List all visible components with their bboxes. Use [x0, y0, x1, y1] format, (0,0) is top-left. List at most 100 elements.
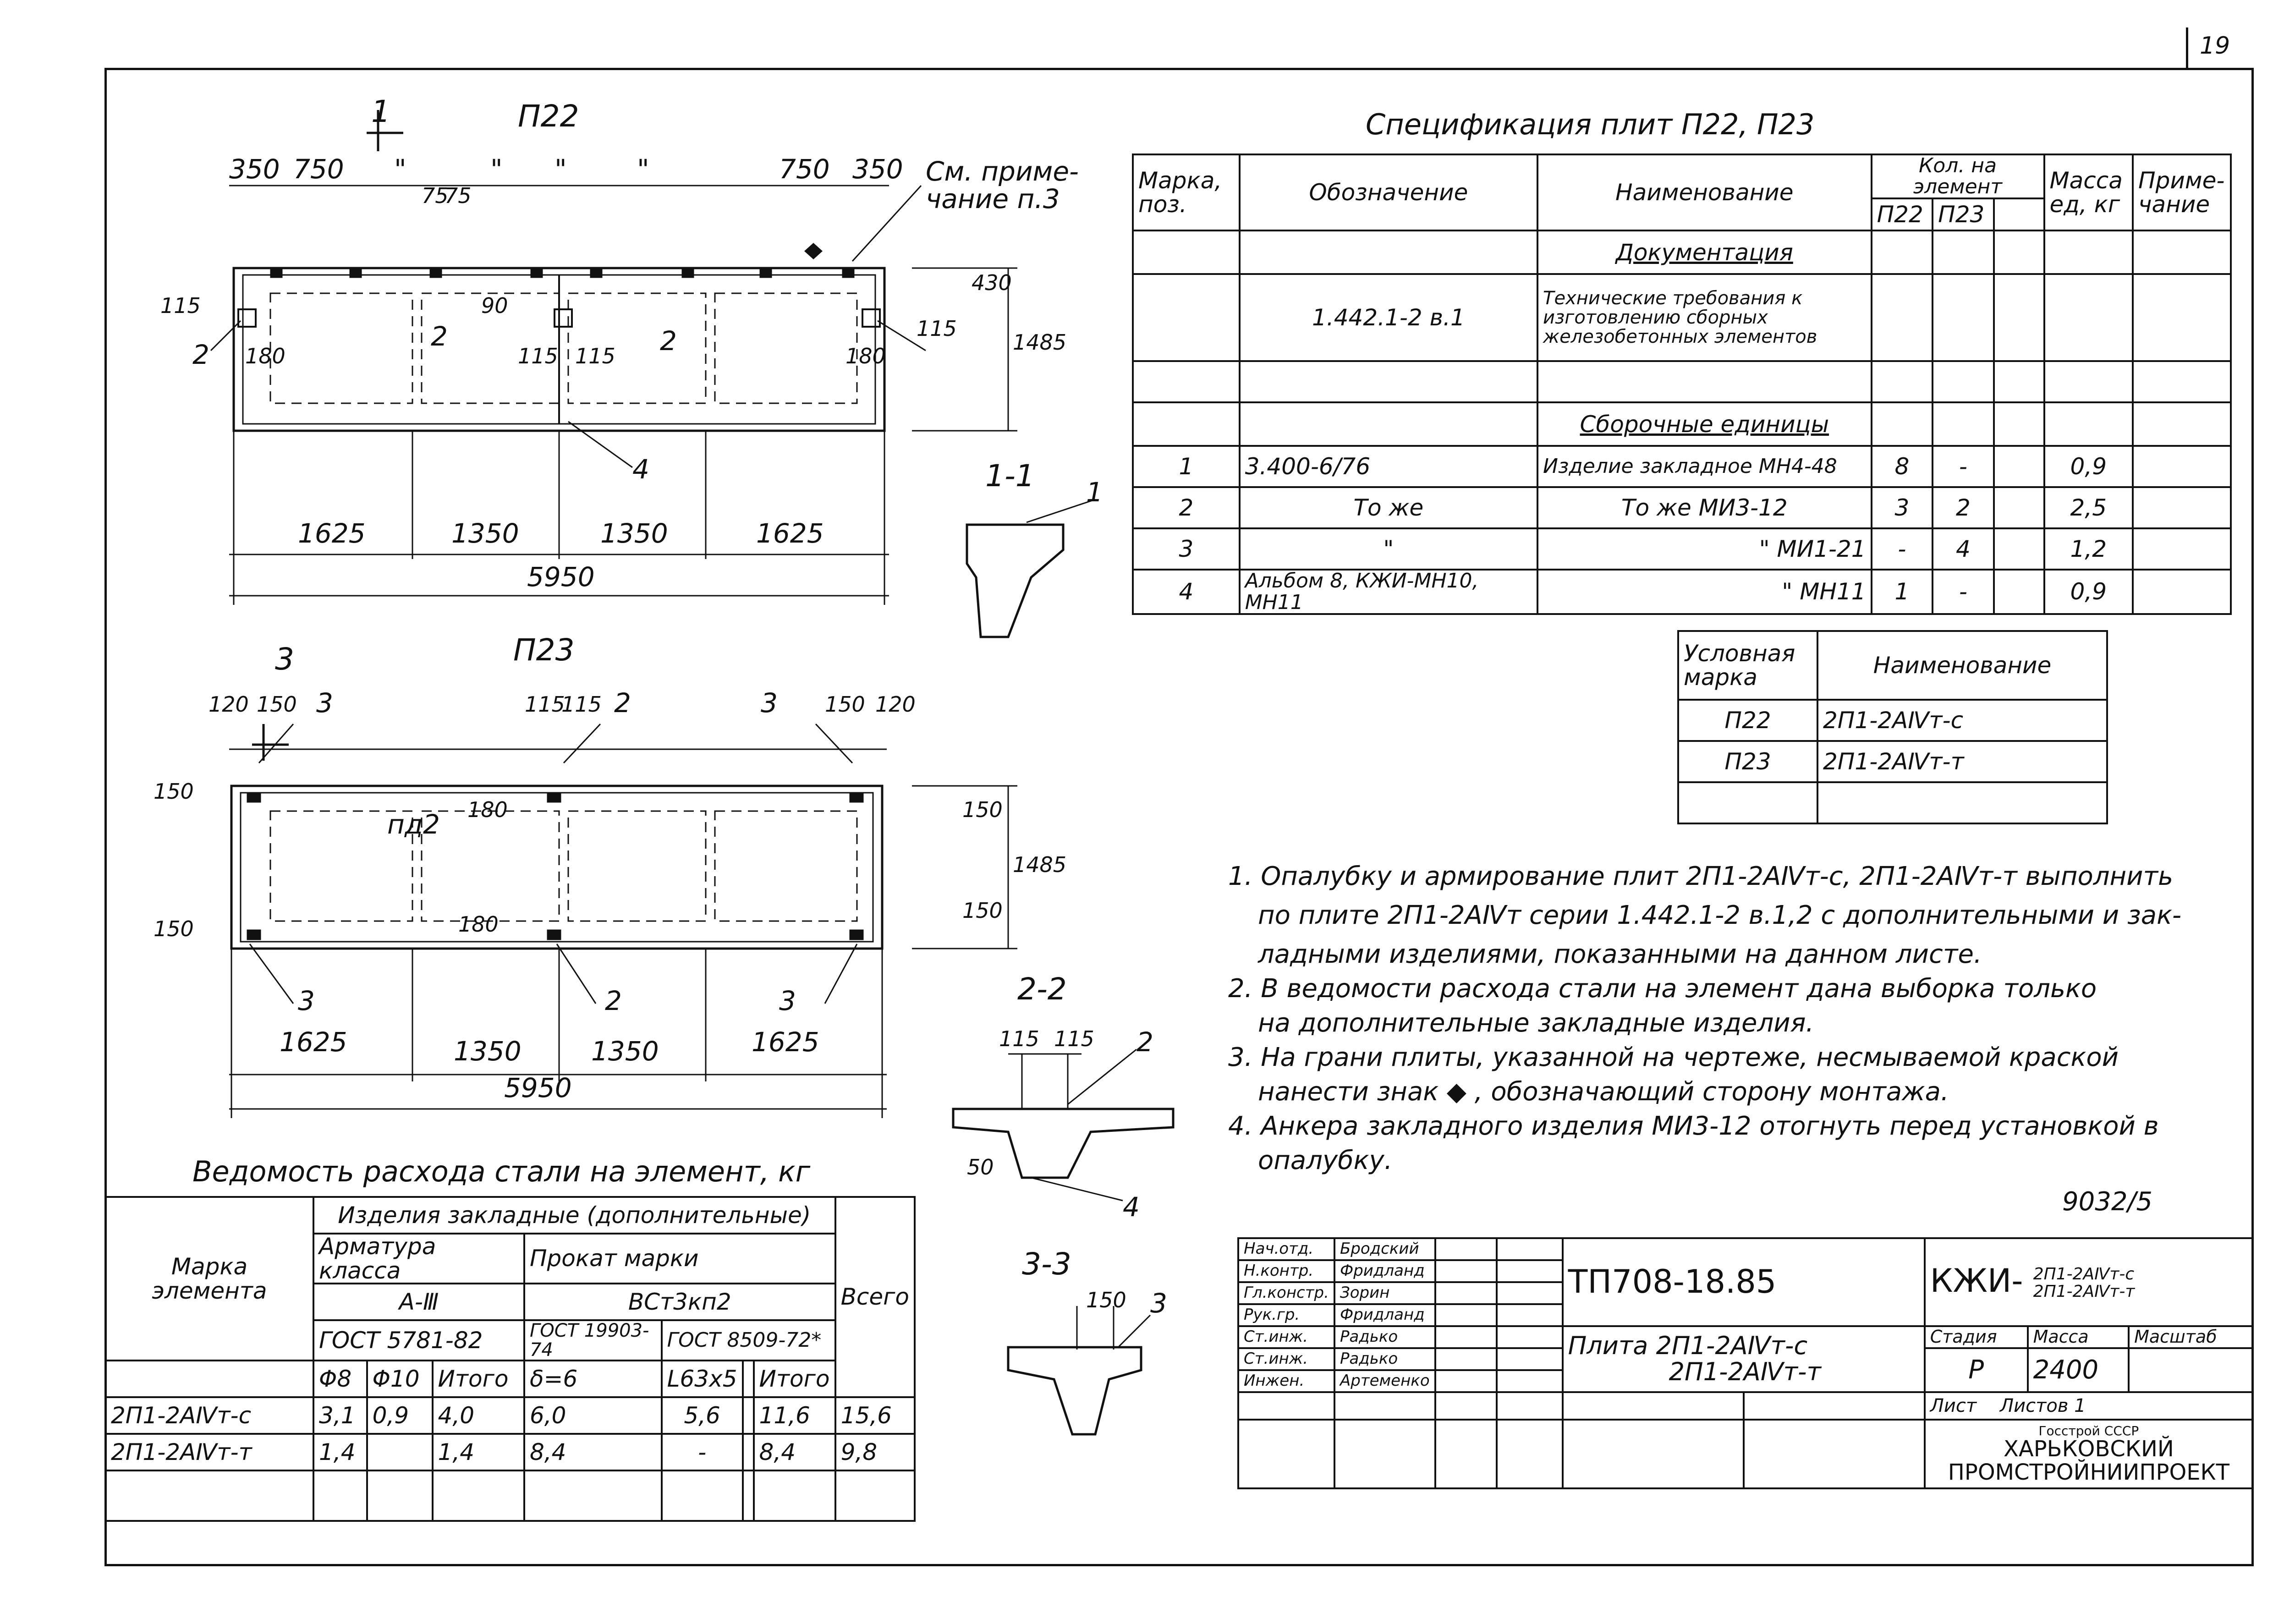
spec-h-mark: Марка, поз.	[1132, 153, 1241, 232]
corner-mark	[2186, 27, 2188, 69]
section-1-1-title: 1-1	[985, 458, 1035, 494]
note-line-1: по плите 2П1-2АⅣт серии 1.442.1-2 в.1,2 …	[1258, 900, 2182, 930]
p23-section-mark: 3	[275, 642, 294, 677]
spec-table: Марка, поз. Обозначение Наименование Кол…	[1132, 153, 2232, 615]
p22-bottom-dim-2: 1350	[600, 518, 668, 549]
p23-left-dim-0: 150	[154, 779, 194, 804]
spec-h-qty: Кол. на элемент	[1870, 153, 2045, 200]
spec-doc-designation: 1.442.1-2 в.1	[1238, 273, 1539, 362]
note-line-3: 2. В ведомости расхода стали на элемент …	[1228, 974, 2097, 1004]
spec-h-mass: Масса ед, кг	[2043, 153, 2134, 232]
cond-h2: Наименование	[1817, 630, 2108, 701]
p22-right-dim-0: 115	[917, 316, 957, 341]
note-line-6: нанести знак ◆ , обозначающий сторону мо…	[1258, 1077, 1949, 1107]
section-2-2-dim-0: 115	[999, 1026, 1039, 1051]
sheet-number: 19	[2200, 32, 2230, 60]
p22-bottom-dim-3: 1625	[756, 518, 824, 549]
p22-note-ref: См. приме-	[926, 156, 1079, 187]
p22-height-dim-0: 430	[972, 270, 1012, 295]
p23-bottom-mark-1: 2	[605, 985, 622, 1016]
title-block: Нач.отд.Бродский ТП708-18.85 КЖИ- 2П1-2А…	[1237, 1237, 2254, 1489]
section-3-3-dim: 150	[1086, 1288, 1126, 1312]
p23-bottom-dim-1: 1350	[454, 1036, 522, 1067]
p23-height-dim: 1485	[1013, 852, 1067, 877]
p23-top-dim-4: 115	[561, 692, 602, 717]
p22-bottom-dim-0: 1625	[298, 518, 366, 549]
spec-h-name: Наименование	[1537, 153, 1872, 232]
p23-top-dim-0: 120	[209, 692, 249, 717]
p22-small-dim-0: 75	[422, 183, 449, 208]
p22-dim-6: 750	[779, 154, 830, 185]
p22-dim-5: "	[637, 154, 649, 185]
p22-inner-dim-2: 90	[481, 293, 508, 318]
steel-title: Ведомость расхода стали на элемент, кг	[192, 1155, 811, 1188]
steel-group: Изделия закладные (дополнительные)	[313, 1196, 836, 1234]
p22-title: П22	[518, 99, 579, 134]
scale-h: Масштаб	[2128, 1325, 2254, 1349]
p22-dim-0: 350	[229, 154, 280, 185]
note-line-0: 1. Опалубку и армирование плит 2П1-2АⅣт-…	[1228, 861, 2174, 891]
p22-dim-3: "	[490, 154, 503, 185]
note-line-8: опалубку.	[1258, 1146, 1393, 1175]
spec-h-designation: Обозначение	[1238, 153, 1539, 232]
steel-gost2: ГОСТ 8509-72*	[660, 1319, 836, 1361]
spec-title: Спецификация плит П22, П23	[1366, 108, 1815, 141]
p22-dim-4: "	[555, 154, 567, 185]
p23-inner-dim-0: 180	[467, 797, 508, 822]
p23-top-dim-5: 2	[614, 687, 631, 719]
kzhi-code: КЖИ-	[1930, 1262, 2023, 1300]
p22-dim-7: 350	[852, 154, 903, 185]
p23-bottom-dim-2: 1350	[591, 1036, 659, 1067]
p22-inner-dim-5: 115	[575, 344, 615, 368]
section-2-2-h: 50	[967, 1155, 994, 1180]
spec-doc-name: Технические требования к изготовлению сб…	[1537, 273, 1872, 362]
p22-inner-dim-4: 115	[518, 344, 558, 368]
section-2-2-mark-1: 4	[1123, 1191, 1140, 1223]
note-line-2: ладными изделиями, показанными на данном…	[1258, 939, 1982, 969]
steel-mark-h: Марка элемента	[104, 1196, 314, 1361]
p22-small-dim-1: 75	[445, 183, 472, 208]
steel-table: Марка элемента Изделия закладные (дополн…	[104, 1196, 916, 1522]
sheet-info: Лист Листов 1	[1923, 1391, 2254, 1421]
p23-total: 5950	[504, 1072, 572, 1103]
spec-h-q1: П22	[1870, 198, 1934, 232]
section-1-1-mark: 1	[1086, 477, 1103, 508]
steel-arm: Арматура класса	[313, 1233, 525, 1284]
p22-left-dim-0: 115	[160, 293, 201, 318]
note-line-7: 4. Анкера закладного изделия МИ3-12 отог…	[1228, 1111, 2159, 1141]
steel-prokat: Прокат марки	[523, 1233, 836, 1284]
stage-value: Р	[1923, 1347, 2029, 1393]
mass-h: Масса	[2026, 1325, 2130, 1349]
p22-leader-0: 2	[192, 339, 209, 370]
p23-outline	[230, 785, 884, 950]
p23-top-dim-2: 3	[316, 687, 333, 719]
kzhi-block: КЖИ- 2П1-2АⅣт-с 2П1-2АⅣт-т	[1923, 1237, 2254, 1327]
p22-note-ref2: чание п.3	[926, 183, 1060, 214]
mass-value: 2400	[2026, 1347, 2130, 1393]
note-line-5: 3. На грани плиты, указанной на чертеже,…	[1228, 1042, 2119, 1072]
p23-top-dim-3: 115	[525, 692, 565, 717]
p22-inner-dim-0: 180	[245, 344, 285, 368]
p22-section-mark: 1	[371, 94, 390, 129]
p22-bottom-dim-1: 1350	[451, 518, 519, 549]
p23-mark-pd2: пд2	[387, 809, 440, 840]
section-3-3-mark: 3	[1150, 1288, 1167, 1319]
p22-leader-2: 2	[660, 325, 677, 357]
p23-right-dim-1: 150	[962, 898, 1003, 923]
p23-inner-dim-1: 180	[458, 912, 499, 937]
section-2-2-mark-0: 2	[1136, 1026, 1153, 1058]
organization: Госстрой СССР ХАРЬКОВСКИЙ ПРОМСТРОЙНИИПР…	[1923, 1419, 2254, 1489]
p22-height-dim-1: 1485	[1013, 330, 1067, 355]
p22-leader-1: 2	[431, 321, 448, 352]
p23-right-dim-0: 150	[962, 797, 1003, 822]
